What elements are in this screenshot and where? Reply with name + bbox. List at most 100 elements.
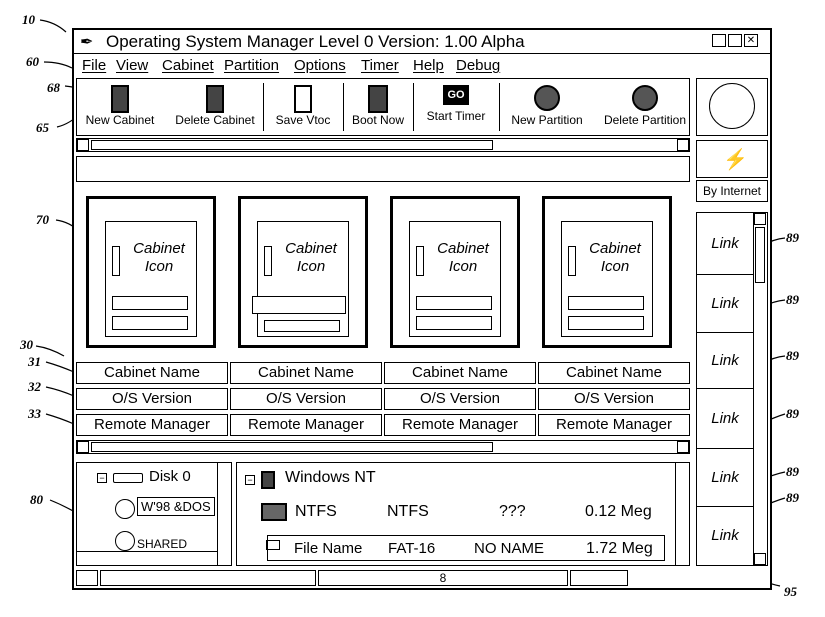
- link-6[interactable]: Link: [711, 527, 739, 544]
- scroll-thumb[interactable]: [755, 227, 765, 283]
- ref-60: 60: [26, 54, 39, 69]
- scroll-thumb[interactable]: [91, 140, 493, 150]
- menu-timer[interactable]: Timer: [361, 57, 399, 74]
- link-1[interactable]: Link: [697, 213, 753, 275]
- delete-partition-button[interactable]: Delete Partition: [601, 85, 689, 127]
- toolbar-divider: [343, 83, 344, 131]
- link-2[interactable]: Link: [697, 275, 753, 333]
- cabinet-2[interactable]: Cabinet Icon: [238, 196, 368, 348]
- scroll-right-icon[interactable]: [677, 139, 689, 151]
- scroll-left-icon[interactable]: [77, 441, 89, 453]
- cabinet-name-2: Cabinet Name: [230, 362, 382, 384]
- ref-89-1: 89: [786, 230, 799, 245]
- file-label: NO NAME: [474, 540, 545, 557]
- cabinet-name-1: Cabinet Name: [76, 362, 228, 384]
- cabinet-drawer: [416, 296, 492, 310]
- ref-31: 31: [28, 354, 41, 369]
- hard-disk-icon: [113, 473, 143, 483]
- cabinet-icon-label: Cabinet Icon: [589, 240, 641, 275]
- ref-89-5: 89: [786, 464, 799, 479]
- partition-name[interactable]: NTFS: [295, 503, 337, 520]
- scroll-left-icon[interactable]: [77, 139, 89, 151]
- cabinet-icon: [111, 85, 129, 113]
- cabinet-nav-row: [76, 156, 690, 182]
- remote-manager-2[interactable]: Remote Manager: [230, 414, 382, 436]
- ref-89-2: 89: [786, 292, 799, 307]
- tree-hscroll[interactable]: [77, 551, 217, 565]
- new-cabinet-button[interactable]: New Cabinet: [81, 85, 159, 127]
- by-internet-label[interactable]: By Internet: [696, 180, 768, 202]
- link-4[interactable]: Link: [697, 389, 753, 449]
- disk-label[interactable]: Disk 0: [149, 468, 191, 485]
- scroll-down-icon[interactable]: [754, 553, 766, 565]
- cabinet-delete-icon: [206, 85, 224, 113]
- menu-view[interactable]: View: [116, 57, 149, 74]
- file-name: File Name: [294, 540, 363, 557]
- close-button[interactable]: ✕: [744, 34, 758, 47]
- remote-manager-4[interactable]: Remote Manager: [538, 414, 690, 436]
- collapse-icon[interactable]: −: [245, 475, 255, 485]
- selected-file-row[interactable]: File Name FAT-16 NO NAME 1.72 Meg: [266, 535, 665, 561]
- collapse-icon[interactable]: −: [97, 473, 107, 483]
- cabinet-icon-label: Cabinet Icon: [133, 240, 185, 275]
- cabinet-drawer: [112, 316, 188, 330]
- tree-vscroll[interactable]: [217, 463, 231, 565]
- maximize-button[interactable]: [728, 34, 742, 47]
- boot-now-label: Boot Now: [351, 113, 405, 127]
- menu-cabinet[interactable]: Cabinet: [162, 57, 214, 74]
- toolbar: New Cabinet Delete Cabinet Save Vtoc Boo…: [76, 78, 690, 136]
- lightning-icon: ⚡: [723, 149, 748, 171]
- menu-partition[interactable]: Partition: [224, 57, 280, 74]
- menu-help[interactable]: Help: [413, 57, 444, 74]
- delete-partition-label: Delete Partition: [603, 113, 687, 127]
- remote-manager-3[interactable]: Remote Manager: [384, 414, 536, 436]
- cabinet-1[interactable]: Cabinet Icon: [86, 196, 216, 348]
- disk-delete-icon: [632, 85, 658, 111]
- detail-vscroll[interactable]: [675, 463, 689, 565]
- os-version-2: O/S Version: [230, 388, 382, 410]
- partition-fs: NTFS: [387, 503, 429, 520]
- file-icon: [266, 540, 280, 550]
- cabinet-3[interactable]: Cabinet Icon: [390, 196, 520, 348]
- cabinet-scrollbar-top[interactable]: [76, 138, 690, 152]
- menu-options[interactable]: Options: [294, 57, 346, 74]
- scroll-right-icon[interactable]: [677, 441, 689, 453]
- ref-80: 80: [30, 492, 43, 507]
- links-vscroll[interactable]: [753, 213, 767, 565]
- scroll-thumb[interactable]: [91, 442, 493, 452]
- cabinet-body: Cabinet Icon: [561, 221, 653, 337]
- scroll-up-icon[interactable]: [754, 213, 766, 225]
- go-icon: GO: [443, 85, 469, 105]
- link-3[interactable]: Link: [697, 333, 753, 389]
- menu-file[interactable]: File: [82, 57, 107, 74]
- internet-button[interactable]: ⚡: [696, 140, 768, 178]
- ref-89-4: 89: [786, 406, 799, 421]
- cabinet-drawer: [264, 320, 340, 332]
- disk-icon: [534, 85, 560, 111]
- cabinet-scrollbar-bottom[interactable]: [76, 440, 690, 454]
- ref-89-3: 89: [786, 348, 799, 363]
- file-fs: FAT-16: [388, 540, 436, 557]
- cabinet-name-4: Cabinet Name: [538, 362, 690, 384]
- delete-cabinet-button[interactable]: Delete Cabinet: [173, 85, 257, 127]
- new-partition-button[interactable]: New Partition: [505, 85, 589, 127]
- tree-root-label[interactable]: Windows NT: [285, 469, 376, 486]
- cabinet-icon-label: Cabinet Icon: [285, 240, 337, 275]
- start-timer-button[interactable]: GO Start Timer: [419, 85, 493, 123]
- boot-now-button[interactable]: Boot Now: [349, 85, 407, 127]
- menu-debug[interactable]: Debug: [456, 57, 501, 74]
- tree-item-w98[interactable]: W'98 &DOS: [137, 497, 215, 516]
- link-5[interactable]: Link: [697, 449, 753, 507]
- partition-detail-panel: − Windows NT NTFS NTFS ??? 0.12 Meg File…: [236, 462, 690, 566]
- cabinet-drawer: [568, 316, 644, 330]
- minimize-button[interactable]: [712, 34, 726, 47]
- status-cell: [100, 570, 316, 586]
- ref-70: 70: [36, 212, 49, 227]
- pen-icon: ✒: [80, 34, 94, 51]
- partition-size: 0.12 Meg: [585, 503, 652, 520]
- partition-label: ???: [499, 503, 526, 520]
- remote-manager-1[interactable]: Remote Manager: [76, 414, 228, 436]
- cabinet-4[interactable]: Cabinet Icon: [542, 196, 672, 348]
- tree-item-shared[interactable]: SHARED: [137, 537, 188, 551]
- save-vtoc-button[interactable]: Save Vtoc: [271, 85, 335, 127]
